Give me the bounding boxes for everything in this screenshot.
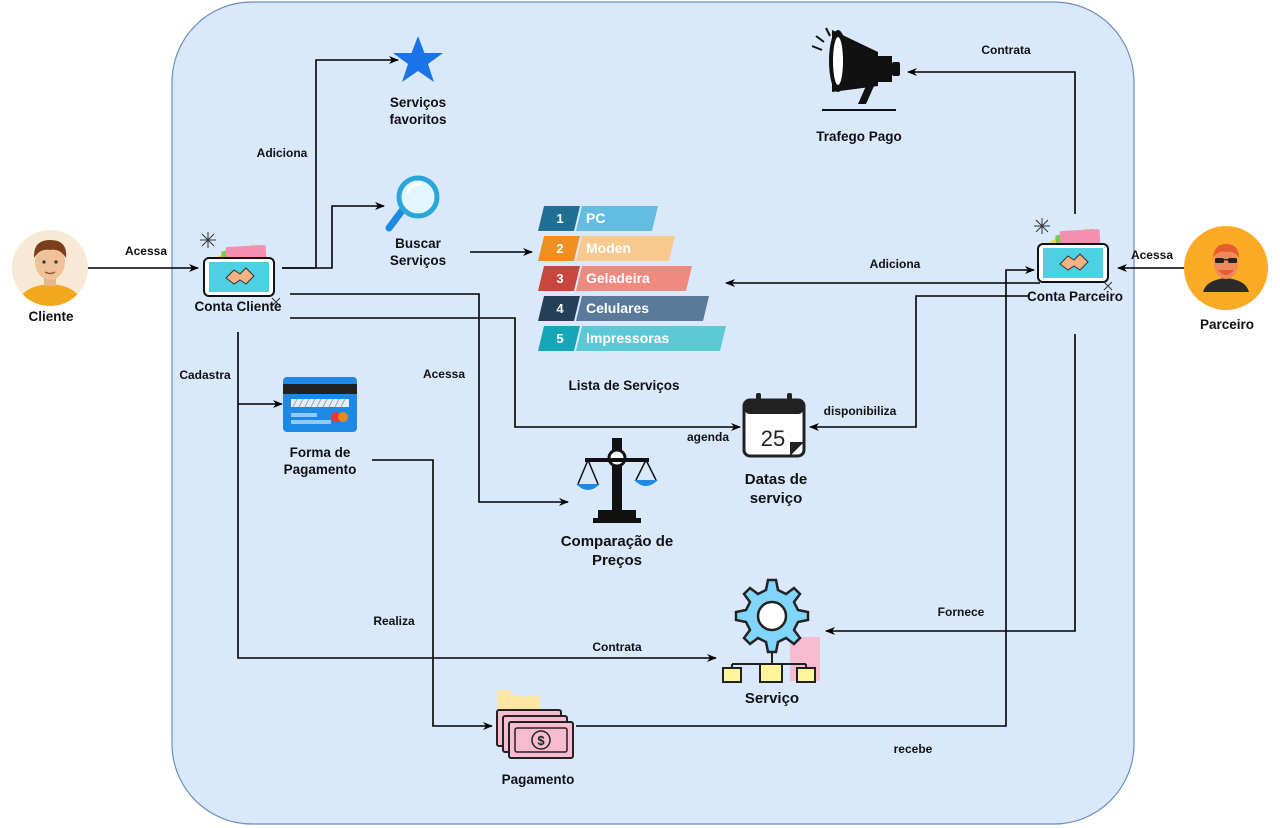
person-avatar-icon	[12, 230, 88, 306]
edge-disponibiliza	[809, 295, 1030, 431]
service-list-label-bar	[576, 206, 658, 231]
service-list-item: Impressoras	[586, 330, 670, 346]
service-list-item: Geladeira	[586, 270, 650, 286]
edge-label-cadastra: Cadastra	[179, 368, 231, 382]
person-sunglasses-avatar-icon	[1184, 226, 1268, 310]
edge-contrata-servico	[237, 404, 717, 662]
edge-label-adiciona-parceiro: Adiciona	[869, 257, 921, 271]
edge-label-adiciona-cliente: Adiciona	[256, 146, 308, 160]
servicos-favoritos-line2: favoritos	[389, 112, 447, 127]
service-list-number: 4	[556, 301, 564, 316]
phone-handshake-icon	[200, 232, 281, 307]
money-symbol: $	[537, 733, 545, 748]
comparacao-precos-line2: Preços	[591, 552, 643, 569]
service-list-number-tab	[538, 236, 580, 261]
conta-parceiro-label: Conta Parceiro	[1026, 289, 1124, 304]
credit-card-icon	[283, 377, 357, 432]
parceiro-label: Parceiro	[1199, 317, 1255, 332]
edge-label-fornece: Fornece	[937, 605, 985, 619]
star-icon	[393, 36, 443, 82]
edge-label-acessa-cliente: Acessa	[124, 244, 168, 258]
service-list-label-bar	[576, 236, 675, 261]
service-list-label-bar	[576, 326, 726, 351]
forma-pagamento-line1: Forma de	[289, 445, 351, 460]
service-list-number: 3	[556, 271, 564, 286]
service-list	[538, 206, 726, 351]
datas-servico-line1: Datas de	[744, 471, 808, 488]
service-list-number-tab	[538, 296, 580, 321]
forma-pagamento-line2: Pagamento	[283, 462, 357, 477]
service-list-number: 5	[556, 331, 564, 346]
edge-label-disponibiliza: disponibiliza	[823, 404, 897, 418]
servicos-favoritos-label: Serviços favoritos	[376, 94, 460, 128]
edge-recebe	[576, 266, 1035, 727]
service-list-item: PC	[586, 210, 606, 226]
edge-label-acessa-parceiro: Acessa	[1130, 248, 1174, 262]
money-bills-icon: $	[496, 690, 574, 759]
pagamento-label: Pagamento	[501, 772, 575, 787]
service-list-number-tab	[538, 206, 580, 231]
service-list-number-tab	[538, 326, 580, 351]
edge-acessa-comparacao	[290, 293, 569, 506]
buscar-servicos-label: Buscar Serviços	[378, 235, 458, 269]
calendar-icon: 25	[742, 393, 806, 458]
servico-label: Serviço	[744, 690, 800, 707]
edge-label-recebe: recebe	[893, 742, 933, 756]
forma-pagamento-label: Forma de Pagamento	[270, 444, 370, 478]
datas-servico-line2: serviço	[749, 490, 803, 507]
edge-agenda	[290, 317, 741, 431]
conta-cliente-label: Conta Cliente	[194, 299, 282, 314]
trafego-pago-label: Trafego Pago	[816, 129, 902, 144]
edge-fornece	[825, 334, 1076, 635]
servicos-favoritos-line1: Serviços	[389, 95, 447, 110]
comparacao-precos-label: Comparação de Preços	[550, 532, 684, 570]
edge-label-contrata-servico: Contrata	[592, 640, 642, 654]
buscar-servicos-line1: Buscar	[395, 236, 441, 251]
megaphone-icon	[811, 27, 900, 111]
edges	[88, 56, 1186, 730]
scales-icon	[576, 438, 658, 523]
service-list-number-tab	[538, 266, 580, 291]
service-list-label-bar	[576, 296, 709, 321]
cliente-label: Cliente	[28, 309, 74, 324]
buscar-servicos-line2: Serviços	[389, 253, 447, 268]
service-list-number: 1	[556, 211, 564, 226]
service-list-label-bar	[576, 266, 692, 291]
lista-servicos-label: Lista de Serviços	[568, 378, 680, 393]
comparacao-precos-line1: Comparação de	[560, 533, 674, 550]
edge-realiza-pagamento	[372, 459, 493, 730]
edge-label-acessa-comparacao: Acessa	[422, 367, 466, 381]
service-list-number: 2	[556, 241, 564, 256]
datas-servico-label: Datas de serviço	[726, 470, 826, 508]
calendar-day: 25	[761, 426, 785, 451]
edge-label-agenda: agenda	[686, 430, 729, 444]
edge-label-contrata-trafego: Contrata	[981, 43, 1031, 57]
edge-buscar	[282, 202, 385, 269]
gear-network-icon	[722, 578, 820, 683]
service-list-item: Celulares	[586, 300, 650, 316]
magnifier-icon	[385, 175, 440, 232]
edge-contrata-trafego	[907, 68, 1076, 214]
service-list-item: Moden	[586, 240, 632, 256]
edge-label-realiza: Realiza	[373, 614, 415, 628]
phone-handshake-icon	[1034, 218, 1113, 291]
